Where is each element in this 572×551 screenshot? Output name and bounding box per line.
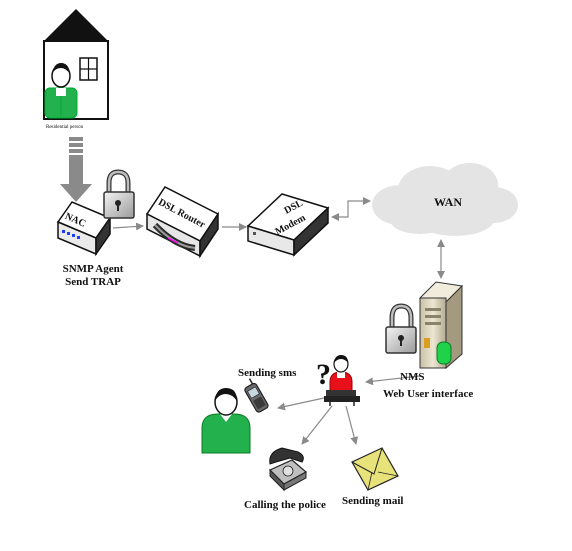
nms-label: NMS — [400, 371, 425, 383]
sending-sms-label: Sending sms — [238, 367, 297, 379]
modem-to-wan-arrow — [331, 197, 371, 221]
recipient-person-icon — [201, 388, 251, 454]
nms-to-operator-arrow — [365, 375, 421, 386]
snmp-agent-line1: SNMP Agent — [62, 263, 124, 275]
residential-person-label: Residential person — [46, 125, 84, 130]
question-mark: ? — [316, 358, 331, 391]
operator-to-police-arrow — [301, 405, 333, 445]
nms-server — [418, 281, 464, 370]
snmp-agent-label: SNMP Agent Send TRAP — [56, 263, 130, 289]
calling-police-label: Calling the police — [244, 499, 326, 511]
mobile-phone-icon — [244, 378, 269, 413]
nac-device — [56, 201, 112, 257]
house-to-nac-arrow — [60, 137, 92, 202]
dsl-router-device — [145, 186, 220, 259]
lock-icon — [385, 303, 417, 354]
nac-to-router-arrow — [112, 222, 144, 231]
web-user-interface-label: Web User interface — [383, 388, 474, 400]
wan-cloud — [372, 163, 518, 236]
dsl-modem-device — [246, 193, 330, 257]
wan-label: WAN — [434, 195, 463, 209]
telephone-icon — [268, 447, 308, 492]
operator-to-sms-arrow — [277, 397, 325, 411]
lock-icon — [103, 169, 135, 219]
sending-mail-label: Sending mail — [342, 495, 404, 507]
mail-envelope-icon — [351, 447, 399, 491]
operator-person-icon — [324, 355, 360, 406]
operator-to-mail-arrow — [345, 405, 359, 445]
snmp-agent-line2: Send TRAP — [65, 276, 121, 288]
residential-person-icon — [44, 63, 78, 119]
